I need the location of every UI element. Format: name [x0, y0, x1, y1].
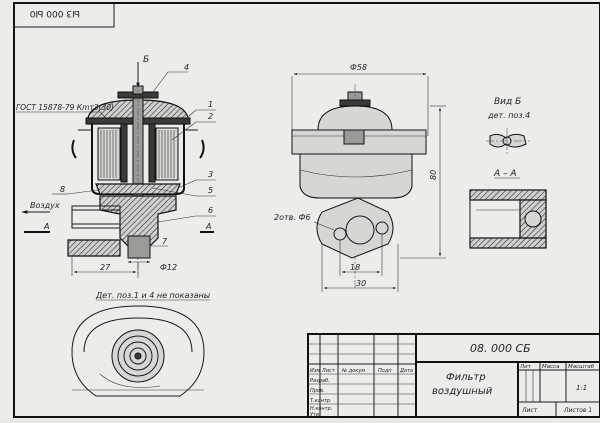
outlet-flange — [67, 239, 121, 257]
clip-left — [71, 139, 77, 159]
title-block: Изм Лист № докум Подп Дата Разраб. Пров.… — [307, 333, 600, 418]
section-aa: А – А — [469, 169, 547, 249]
view-b: Вид Б дет. поз.4 — [486, 97, 530, 154]
tb-scale-val: 1:1 — [576, 384, 587, 392]
callout-8: 8 — [60, 185, 65, 194]
callout-3: 3 — [208, 170, 213, 179]
sheet-code-box: Ы3 000 Ы0 — [13, 2, 115, 28]
tb-row-prov: Пров. — [310, 388, 325, 394]
dim-d12: Ф12 — [160, 263, 177, 272]
tb-col-sign: Подп — [378, 368, 392, 374]
inlet-label: Воздух — [30, 201, 60, 210]
view-b-arrow-label: Б — [143, 55, 149, 65]
tb-scale: Масштаб — [568, 364, 595, 370]
section-a-left: А — [43, 222, 49, 231]
section-a-right: А — [205, 222, 211, 231]
callout-2: 2 — [208, 112, 213, 121]
filter-element-right — [155, 127, 179, 181]
clip-right — [199, 139, 205, 159]
dim-27: 27 — [100, 263, 111, 272]
view-b-subtitle: дет. поз.4 — [487, 111, 530, 120]
callout-5: 5 — [208, 186, 213, 195]
callout-4: 4 — [184, 63, 189, 72]
dim-d58: Ф58 — [350, 63, 367, 72]
front-flange — [316, 197, 394, 259]
dim-30: 30 — [356, 279, 366, 288]
tb-doc-number: 08. 000 СБ — [470, 342, 531, 355]
tb-col-list: Лист — [321, 368, 336, 374]
front-housing — [299, 153, 413, 199]
front-view: Ф58 2отв. Ф6 80 18 — [274, 63, 446, 292]
tb-col-izm: Изм — [310, 368, 320, 374]
callout-6: 6 — [208, 206, 213, 215]
bottom-plan-view: Дет. поз.1 и 4 не показаны — [71, 291, 210, 397]
tb-row-tkontr: Т.контр. — [310, 398, 332, 404]
filter-element-left — [97, 127, 121, 181]
front-cover — [317, 105, 393, 131]
section-aa-title: А – А — [493, 169, 517, 179]
dim-18: 18 — [350, 263, 360, 272]
tb-name-1: Фильтр — [446, 372, 486, 383]
tb-sheet: Лист — [521, 407, 538, 414]
oil-bath — [95, 183, 181, 195]
callout-7: 7 — [162, 237, 168, 246]
tb-sheets: Листов 1 — [563, 407, 592, 414]
tb-row-razrab: Разраб. — [310, 378, 330, 384]
tb-mass: Масса — [542, 364, 560, 370]
wing-nut-top-view — [489, 133, 527, 148]
tb-col-date: Дата — [399, 368, 413, 374]
tb-lit: Лит — [519, 364, 532, 370]
tb-col-doc: № докум — [341, 368, 365, 374]
main-section-view: Б — [16, 55, 216, 278]
callout-1: 1 — [208, 100, 213, 109]
sheet-code: Ы3 000 Ы0 — [29, 8, 80, 18]
inlet-pipe — [71, 205, 121, 229]
note-hidden-parts: Дет. поз.1 и 4 не показаны — [95, 291, 210, 300]
dim-80: 80 — [429, 170, 438, 180]
dim-holes: 2отв. Ф6 — [274, 213, 310, 222]
view-b-title: Вид Б — [494, 97, 521, 107]
standard-note: ГОСТ 15878-79 Кmт3(30) — [16, 103, 114, 112]
tb-row-nkontr: Н.контр. — [310, 406, 332, 412]
tb-name-2: воздушный — [432, 386, 493, 397]
tb-row-utv: Утв. — [310, 412, 321, 418]
